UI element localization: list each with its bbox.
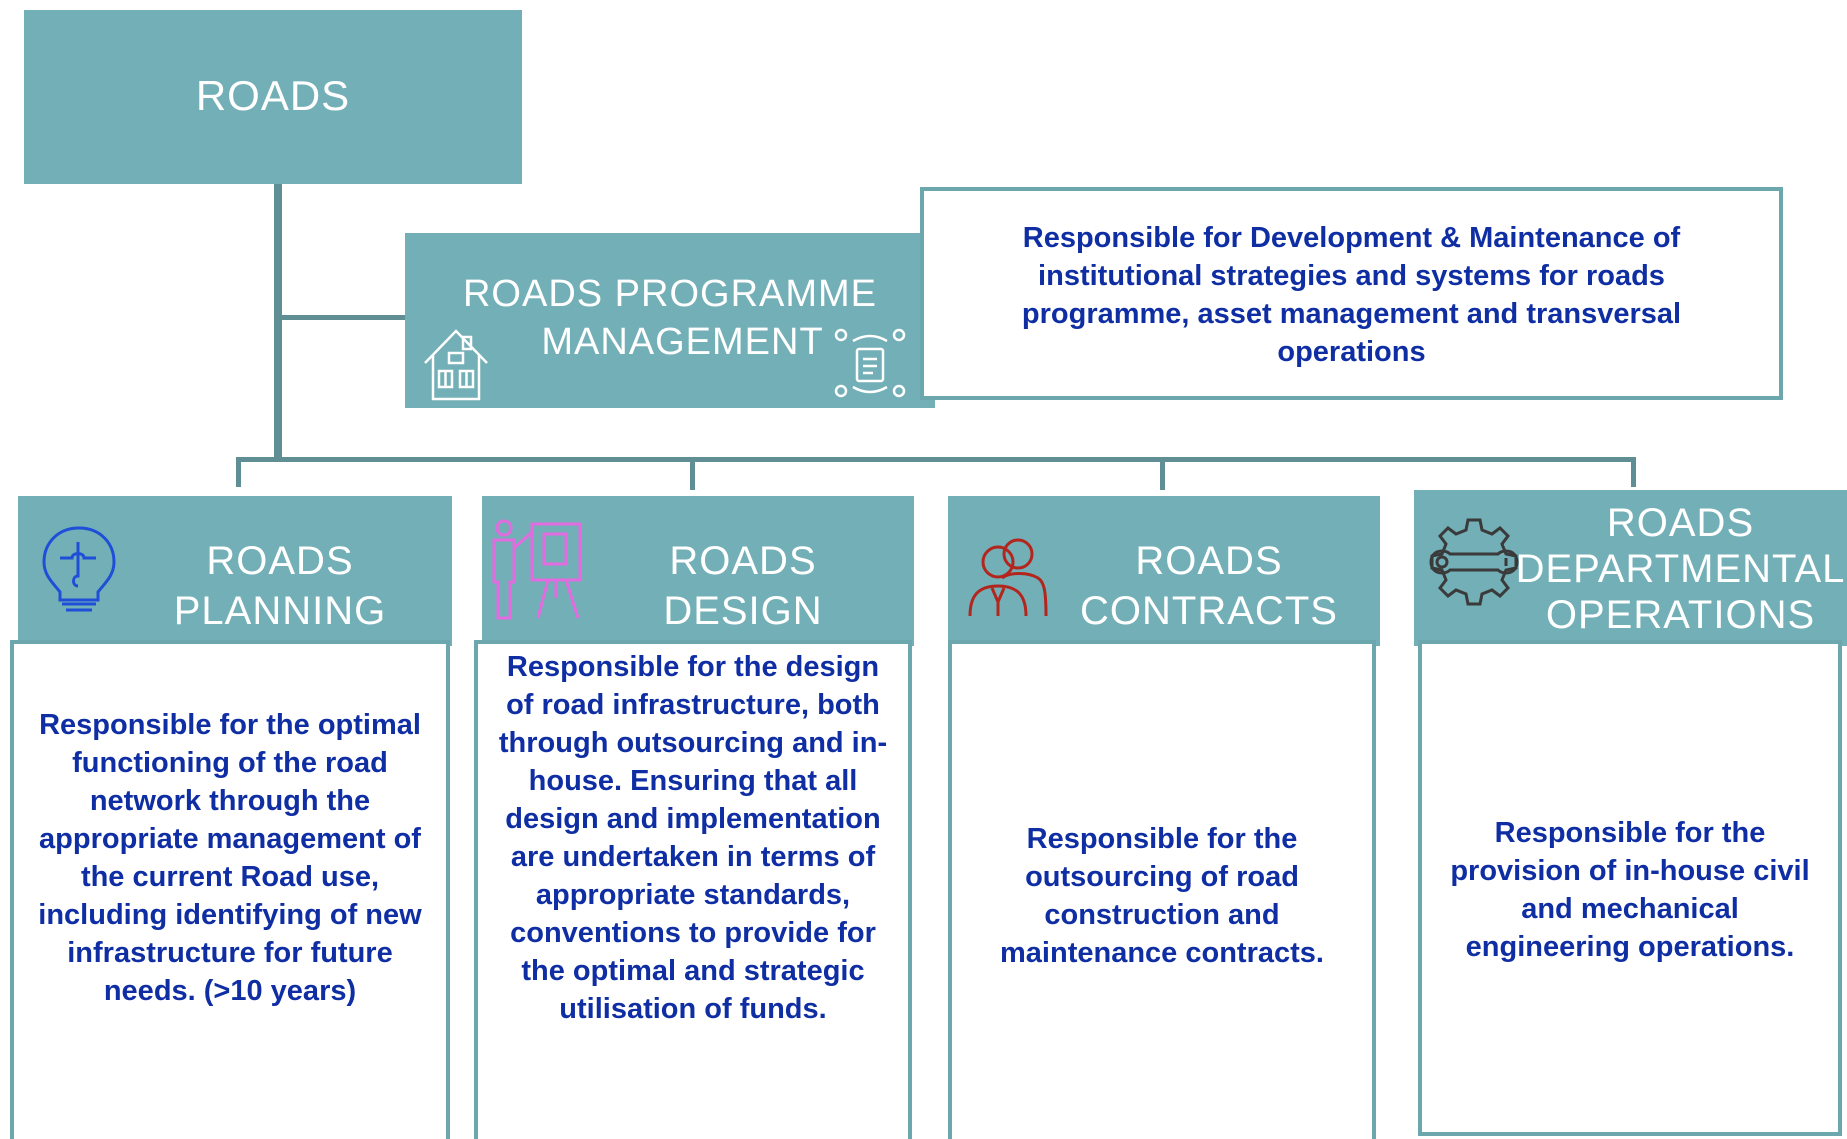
design-title-line1: ROADS — [669, 539, 817, 583]
operations-description-box: Responsible for the provision of in-hous… — [1418, 640, 1842, 1136]
operations-title-line3: OPERATIONS — [1545, 593, 1816, 637]
programme-title-line2: MANAGEMENT — [541, 321, 824, 363]
contracts-title-line2: CONTRACTS — [1080, 589, 1338, 633]
planning-title-line1: ROADS — [206, 539, 354, 583]
connector-operations — [1631, 457, 1636, 487]
lightbulb-puzzle-icon — [38, 524, 120, 614]
gear-wrench-icon — [1424, 514, 1524, 614]
team-documents-icon — [831, 325, 909, 403]
planning-header: ROADS PLANNING — [18, 496, 452, 646]
operations-description: Responsible for the provision of in-hous… — [1450, 817, 1810, 963]
design-description: Responsible for the design of road infra… — [498, 651, 888, 1025]
design-header: ROADS DESIGN — [482, 496, 914, 646]
design-title-line2: DESIGN — [663, 589, 823, 633]
planning-description-box: Responsible for the optimal functioning … — [10, 640, 450, 1139]
programme-management-box: ROADS PROGRAMME MANAGEMENT — [405, 233, 935, 408]
operations-header: ROADS DEPARTMENTAL OPERATIONS — [1414, 490, 1847, 646]
connector-planning — [236, 457, 241, 487]
programme-title-line1: ROADS PROGRAMME — [462, 273, 878, 315]
roads-root-box: ROADS — [24, 10, 522, 184]
contracts-description: Responsible for the outsourcing of road … — [1000, 823, 1324, 969]
connector-programme — [278, 315, 408, 320]
contracts-title-line1: ROADS — [1135, 539, 1283, 583]
roads-root-title: ROADS — [195, 72, 351, 119]
people-icon — [966, 532, 1050, 618]
planning-description: Responsible for the optimal functioning … — [38, 709, 422, 1007]
house-icon — [421, 323, 491, 403]
contracts-header: ROADS CONTRACTS — [948, 496, 1380, 646]
connector-units-horizontal — [236, 457, 1636, 462]
contracts-description-box: Responsible for the outsourcing of road … — [948, 640, 1376, 1139]
programme-description: Responsible for Development & Maintenanc… — [1021, 222, 1682, 368]
design-description-box: Responsible for the design of road infra… — [474, 640, 912, 1139]
operations-title-line1: ROADS — [1606, 501, 1755, 545]
operations-title-line2: DEPARTMENTAL — [1515, 547, 1846, 591]
connector-design — [690, 460, 695, 490]
presenter-easel-icon — [486, 518, 594, 624]
programme-description-box: Responsible for Development & Maintenanc… — [920, 187, 1783, 400]
connector-root-vertical — [274, 184, 282, 462]
planning-title-line2: PLANNING — [173, 589, 387, 633]
connector-contracts — [1160, 460, 1165, 490]
